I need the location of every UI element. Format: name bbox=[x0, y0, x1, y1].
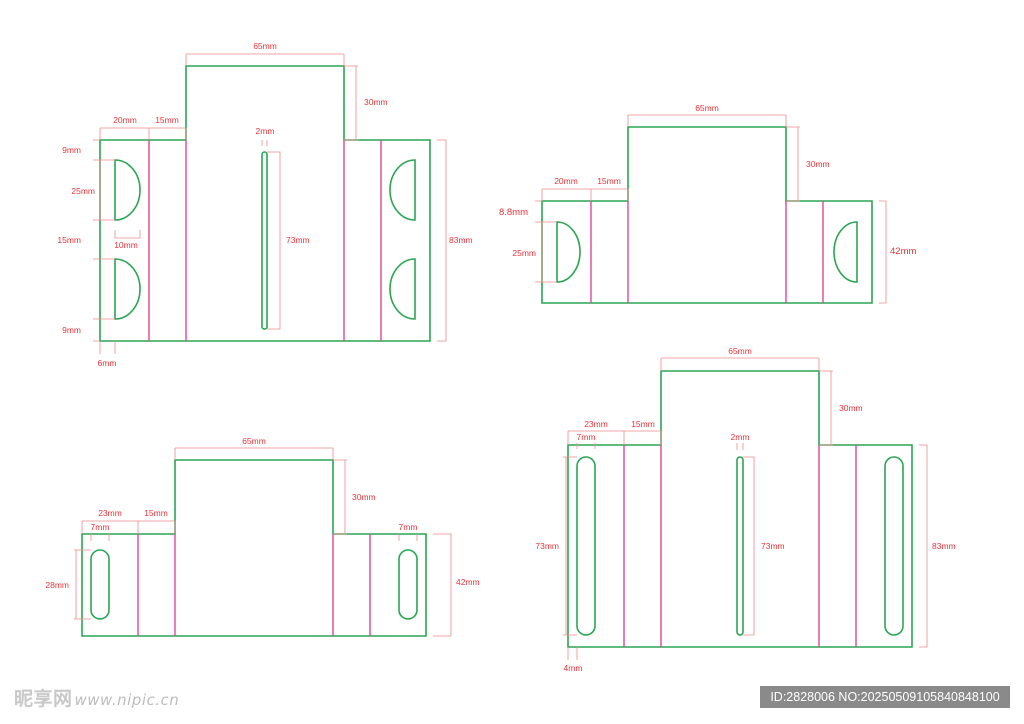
template-3-side-a-label: 23mm bbox=[98, 508, 122, 518]
template-1-side-b-label: 15mm bbox=[155, 115, 179, 125]
template-2-dim-lines bbox=[535, 114, 887, 304]
template-2-gap-top-label: 8.8mm bbox=[499, 207, 528, 218]
template-4-center-slot-width-label: 2mm bbox=[731, 432, 750, 442]
watermark-url: www.nipic.cn bbox=[74, 691, 180, 709]
template-1-top-width-label: 65mm bbox=[253, 41, 277, 51]
template-4-slot bbox=[576, 456, 596, 636]
template-3: 65mm 30mm 23mm 15mm 7mm 7mm 28mm 42mm bbox=[45, 436, 480, 637]
image-id-bar: ID:2828006 NO:20250509105840848100 bbox=[760, 686, 1010, 708]
template-4-slot bbox=[884, 456, 904, 636]
template-1-gap-top-label: 9mm bbox=[62, 145, 81, 155]
template-4-side-a-label: 23mm bbox=[584, 419, 608, 429]
template-1-half-round-cutout bbox=[114, 159, 141, 221]
template-2-cut-height-label: 25mm bbox=[512, 248, 536, 258]
template-4-flap-height-label: 30mm bbox=[839, 403, 863, 413]
template-1-half-round-cutout bbox=[389, 159, 416, 221]
template-1-total-height-label: 83mm bbox=[449, 235, 473, 245]
template-1-half-round-cutout bbox=[114, 258, 141, 320]
template-3-dim-lines bbox=[74, 447, 452, 637]
template-2-side-a-label: 20mm bbox=[554, 176, 578, 186]
template-3-top-width-label: 65mm bbox=[242, 436, 266, 446]
template-3-total-height-label: 42mm bbox=[456, 577, 480, 587]
template-2-half-round-cutout bbox=[833, 221, 858, 283]
template-4-center-slot-length-label: 73mm bbox=[761, 541, 785, 551]
template-3-slot-width-right-label: 7mm bbox=[399, 522, 418, 532]
template-1-gap-bottom-label: 9mm bbox=[62, 325, 81, 335]
template-4-left-slot-length-label: 73mm bbox=[535, 541, 559, 551]
template-4: 65mm 30mm 23mm 15mm 7mm 2mm 73mm 73mm 83… bbox=[535, 346, 955, 673]
template-2-flap-height-label: 30mm bbox=[806, 159, 830, 169]
template-1-gap-mid-label: 15mm bbox=[57, 235, 81, 245]
template-3-slot-height-label: 28mm bbox=[45, 580, 69, 590]
template-4-dim-lines bbox=[563, 357, 928, 660]
template-4-edge-offset-label: 4mm bbox=[564, 663, 583, 673]
template-1-side-a-label: 20mm bbox=[113, 115, 137, 125]
template-1-slot-width-label: 2mm bbox=[256, 126, 275, 136]
template-2: 65mm 30mm 20mm 15mm 8.8mm 25mm 42mm bbox=[499, 103, 916, 304]
template-3-slot bbox=[398, 549, 418, 620]
template-3-slot-width-left-label: 7mm bbox=[91, 522, 110, 532]
template-4-total-height-label: 83mm bbox=[932, 541, 956, 551]
template-2-top-width-label: 65mm bbox=[695, 103, 719, 113]
template-4-slot-width-left-label: 7mm bbox=[577, 432, 596, 442]
template-3-flap-height-label: 30mm bbox=[352, 492, 376, 502]
template-1-edge-offset-label: 6mm bbox=[98, 358, 117, 368]
template-1-half-round-cutout bbox=[389, 258, 416, 320]
template-1-cut-height-label: 25mm bbox=[71, 186, 95, 196]
template-4-side-b-label: 15mm bbox=[631, 419, 655, 429]
template-2-total-height-label: 42mm bbox=[890, 246, 916, 257]
template-1-slot-length-label: 73mm bbox=[286, 235, 310, 245]
template-1-cut-depth-label: 10mm bbox=[114, 240, 138, 250]
template-4-top-width-label: 65mm bbox=[728, 346, 752, 356]
template-2-side-b-label: 15mm bbox=[597, 176, 621, 186]
template-1-dim-lines bbox=[93, 53, 447, 354]
template-1: 65mm 30mm 20mm 15mm 2mm 73mm 83mm 9mm 25… bbox=[57, 41, 472, 368]
template-3-side-b-label: 15mm bbox=[144, 508, 168, 518]
template-2-half-round-cutout bbox=[556, 221, 581, 283]
watermark-brand: 昵享网 bbox=[14, 688, 73, 710]
template-1-center-slot bbox=[261, 151, 268, 330]
template-4-center-slot bbox=[736, 456, 744, 636]
template-3-slot bbox=[90, 549, 110, 620]
template-1-flap-height-label: 30mm bbox=[364, 97, 388, 107]
template-3-cut-outline bbox=[81, 459, 427, 637]
